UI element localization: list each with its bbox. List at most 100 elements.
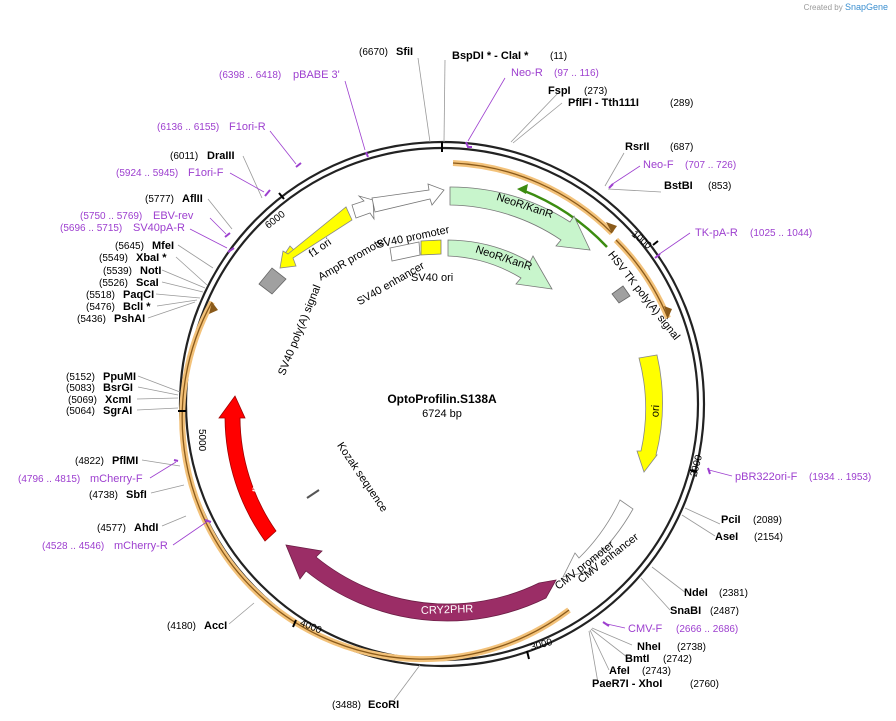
- primer-name-tk-pa-r: TK-pA-R: [695, 227, 738, 239]
- feature-label-sv40-polya: SV40 poly(A) signal: [276, 283, 323, 377]
- feature-label-mcherry: mCherry: [249, 449, 268, 493]
- primer-range-tk-pa-r: (1025 .. 1044): [750, 228, 812, 239]
- enzyme-pos-snabi: (2487): [710, 606, 739, 617]
- f1-ori-shape: [279, 206, 353, 269]
- enzyme-name-rsrii: RsrII: [625, 141, 649, 153]
- enzyme-pos-ndei: (2381): [719, 588, 748, 599]
- feature-label-sv40-ori: SV40 ori: [411, 272, 453, 284]
- enzyme-pos-paer7i: (2760): [690, 679, 719, 690]
- enzyme-name-ndei: NdeI: [684, 587, 708, 599]
- mcherry-arrow: [218, 395, 277, 542]
- enzyme-pos-ahdi: (4577): [97, 523, 126, 534]
- primer-name-cmv-f: CMV-F: [628, 623, 663, 635]
- primer-range-ebv-rev: (5750 .. 5769): [80, 211, 142, 222]
- primer-name-f1ori-r: F1ori-R: [229, 121, 266, 133]
- enzyme-name-pflmi: PflMI: [112, 455, 138, 467]
- enzyme-name-draiii: DraIII: [207, 150, 235, 162]
- primer-name-neo-f: Neo-F: [643, 159, 674, 171]
- enzyme-name-paqci: PaqCI: [123, 289, 154, 301]
- enzyme-name-pflfi: PflFI - Tth111I: [568, 97, 639, 109]
- tick-6000: 6000: [263, 209, 288, 232]
- enzyme-labels: (6670) SfiI BspDI * - ClaI * (11) FspI (…: [66, 46, 783, 711]
- enzyme-pos-paqci: (5518): [86, 290, 115, 301]
- primer-name-neo-r: Neo-R: [511, 67, 543, 79]
- primer-name-pbabe3: pBABE 3': [293, 69, 340, 81]
- primer-marks: [173, 141, 711, 627]
- feature-arrows: [218, 183, 663, 622]
- enzyme-name-noti: NotI: [140, 265, 161, 277]
- enzyme-pos-ppumi: (5152): [66, 372, 95, 383]
- enzyme-name-pcii: PciI: [721, 514, 741, 526]
- enzyme-name-sbfi: SbfI: [126, 489, 147, 501]
- enzyme-pos-bstbi: (853): [708, 181, 731, 192]
- enzyme-pos-bmti: (2742): [663, 654, 692, 665]
- tick-2000: 2000: [689, 453, 705, 478]
- sv40-enhancer-box: [389, 241, 421, 262]
- enzyme-pos-sfii: (6670): [359, 47, 388, 58]
- enzyme-name-fspi: FspI: [548, 85, 571, 97]
- cmv-arrow: [562, 499, 634, 578]
- primer-name-mcherry-f: mCherry-F: [90, 473, 143, 485]
- primer-name-pbr322ori-f: pBR322ori-F: [735, 471, 798, 483]
- enzyme-name-aflii: AflII: [182, 193, 203, 205]
- enzyme-pos-xcmi: (5069): [68, 395, 97, 406]
- enzyme-pos-afei: (2743): [642, 666, 671, 677]
- enzyme-name-asei: AseI: [715, 531, 738, 543]
- enzyme-pos-sbfi: (4738): [89, 490, 118, 501]
- enzyme-pos-pflfi: (289): [670, 98, 693, 109]
- primer-name-mcherry-r: mCherry-R: [114, 540, 168, 552]
- enzyme-name-bcli: BclI *: [123, 301, 151, 313]
- enzyme-name-nhei: NheI: [637, 641, 661, 653]
- enzyme-name-acci: AccI: [204, 620, 227, 632]
- primer-range-neo-r: (97 .. 116): [554, 68, 599, 79]
- enzyme-pos-bcli: (5476): [86, 302, 115, 313]
- primer-range-mcherry-r: (4528 .. 4546): [42, 541, 104, 552]
- enzyme-name-xcmi: XcmI: [105, 394, 131, 406]
- ampr-promoter-arrow: [351, 195, 375, 221]
- cry2phr-arrow: [285, 544, 557, 622]
- enzyme-pos-asei: (2154): [754, 532, 783, 543]
- enzyme-name-mfei: MfeI: [152, 240, 174, 252]
- enzyme-name-pshai: PshAI: [114, 313, 145, 325]
- leader-lines: [136, 57, 721, 701]
- feature-label-kozak: Kozak sequence: [334, 440, 389, 514]
- feature-label-ori: ori: [649, 405, 662, 418]
- enzyme-name-sgrai: SgrAI: [103, 405, 132, 417]
- sv40-polya-box: [258, 267, 287, 295]
- enzyme-pos-xbai: (5549): [99, 253, 128, 264]
- enzyme-pos-fspi: (273): [584, 86, 607, 97]
- primer-name-f1ori-f: F1ori-F: [188, 167, 224, 179]
- neo-orf-arrow: [517, 184, 608, 248]
- primer-name-ebv-rev: EBV-rev: [153, 210, 194, 222]
- orf-arcs: [179, 160, 672, 663]
- feature-label-cry2phr: CRY2PHR: [421, 603, 474, 617]
- enzyme-pos-pflmi: (4822): [75, 456, 104, 467]
- plasmid-name: OptoProfilin.S138A: [387, 392, 497, 406]
- enzyme-pos-nhei: (2738): [677, 642, 706, 653]
- enzyme-name-ecori: EcoRI: [368, 699, 399, 711]
- enzyme-pos-noti: (5539): [103, 266, 132, 277]
- enzyme-name-afei: AfeI: [609, 665, 630, 677]
- enzyme-pos-mfei: (5645): [115, 241, 144, 252]
- enzyme-name-ppumi: PpuMI: [103, 371, 136, 383]
- enzyme-name-sfii: SfiI: [396, 46, 413, 58]
- tick-1000: 1000: [629, 229, 653, 252]
- kozak-mark: [306, 489, 320, 499]
- enzyme-name-snabi: SnaBI: [670, 605, 701, 617]
- hsv-tk-polya-box: [611, 285, 631, 304]
- enzyme-name-ahdi: AhdI: [134, 522, 158, 534]
- sv40-promoter-arrow: [371, 183, 445, 213]
- primer-range-mcherry-f: (4796 .. 4815): [18, 474, 80, 485]
- sv40-ori-box: [420, 239, 442, 256]
- enzyme-pos-bsrgi: (5083): [66, 383, 95, 394]
- enzyme-pos-acci: (4180): [167, 621, 196, 632]
- enzyme-pos-aflii: (5777): [145, 194, 174, 205]
- neor-arrow-inner: [447, 239, 553, 290]
- enzyme-pos-scai: (5526): [99, 278, 128, 289]
- primer-range-sv40pa-r: (5696 .. 5715): [60, 223, 122, 234]
- enzyme-pos-sgrai: (5064): [66, 406, 95, 417]
- primer-range-f1ori-f: (5924 .. 5945): [116, 168, 178, 179]
- enzyme-pos-pshai: (5436): [77, 314, 106, 325]
- primer-leaders: [149, 77, 733, 629]
- primer-range-neo-f: (707 .. 726): [685, 160, 736, 171]
